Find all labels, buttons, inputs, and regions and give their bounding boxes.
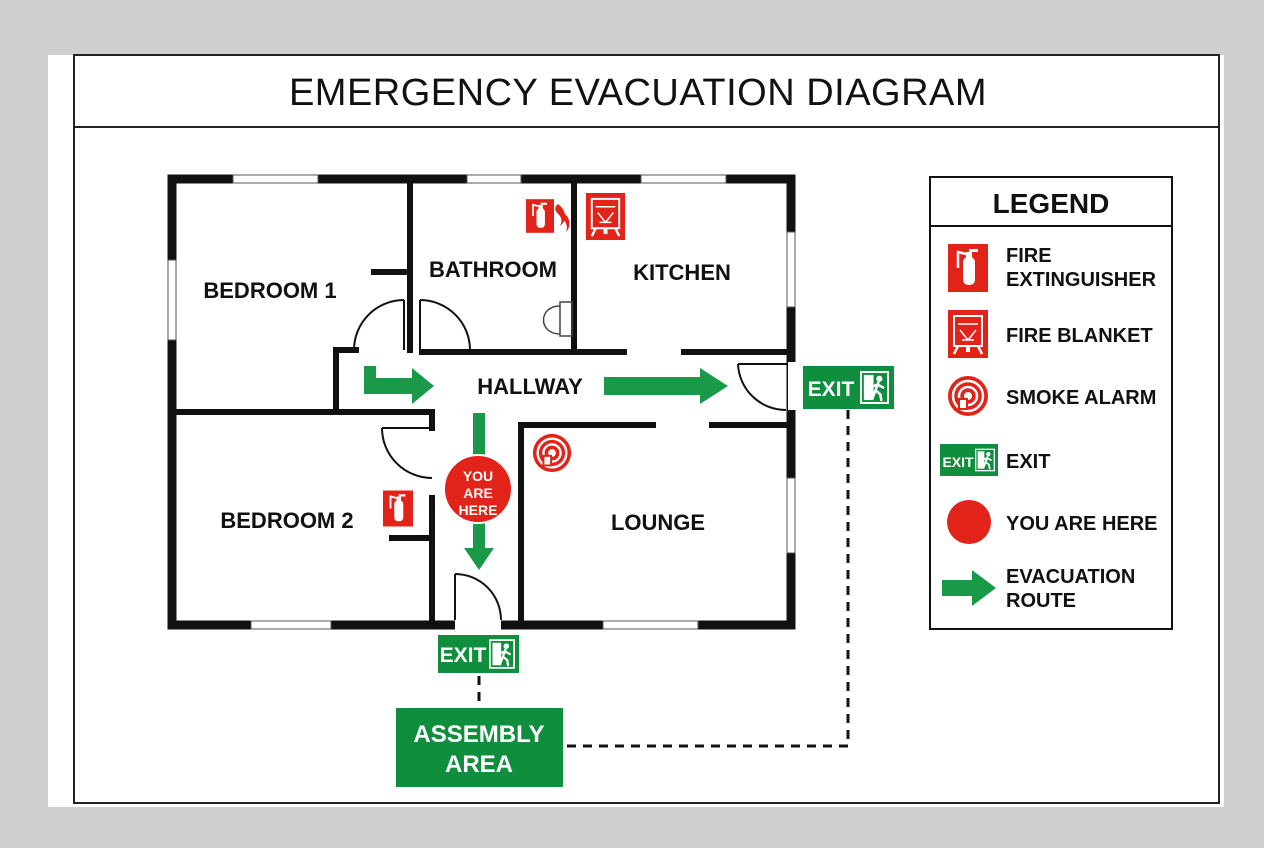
legend-fire-extinguisher-icon (948, 244, 988, 292)
exit-sign-label: EXIT (440, 644, 487, 667)
door-swings (353, 299, 788, 621)
assembly-area-line-2: AREA (445, 751, 513, 778)
floor-plan (167, 174, 798, 632)
fire-extinguisher-icon (383, 489, 413, 528)
room-label-hallway: HALLWAY (477, 374, 583, 399)
legend-exit-icon: EXIT (940, 444, 998, 476)
exit-sign-icon (489, 639, 515, 669)
legend-fire-extinguisher-line-1: FIRE (1006, 245, 1052, 267)
exit-sign-label: EXIT (808, 378, 855, 401)
exit-sign-south: EXIT (438, 635, 519, 673)
you-are-here-line-2: ARE (463, 485, 493, 501)
door-openings (455, 348, 798, 632)
legend-exit-icon-text: EXIT (942, 454, 974, 470)
route-arrow-hallway-east (604, 368, 728, 404)
legend-you-are-here-icon (947, 500, 991, 544)
legend-evacuation-arrow-icon (942, 570, 996, 606)
legend-fire-extinguisher-line-2: EXTINGUISHER (1006, 269, 1157, 291)
room-label-bathroom: BATHROOM (429, 257, 557, 282)
legend-smoke-alarm-label: SMOKE ALARM (1006, 387, 1156, 409)
exit-sign-icon (975, 448, 995, 472)
fire-extinguisher-icon (526, 198, 570, 234)
you-are-here-line-3: HERE (459, 502, 498, 518)
legend-evacuation-route-line-2: ROUTE (1006, 590, 1076, 612)
assembly-route (477, 410, 850, 748)
legend-you-are-here-label: YOU ARE HERE (1006, 513, 1158, 535)
exit-sign-east: EXIT (803, 366, 894, 409)
legend-evacuation-route-line-1: EVACUATION (1006, 566, 1135, 588)
legend-title: LEGEND (993, 188, 1110, 219)
room-label-bedroom-2: BEDROOM 2 (220, 508, 353, 533)
legend-smoke-alarm-icon (946, 374, 990, 418)
page-title: EMERGENCY EVACUATION DIAGRAM (289, 72, 987, 114)
legend: LEGEND FIRE EXTINGUISHER FIRE BLANKET SM… (929, 176, 1173, 630)
you-are-here-line-1: YOU (463, 468, 493, 484)
legend-fire-blanket-label: FIRE BLANKET (1006, 325, 1153, 347)
room-label-lounge: LOUNGE (611, 510, 705, 535)
exit-sign-icon (860, 371, 889, 404)
legend-fire-blanket-icon (948, 310, 988, 358)
assembly-area-line-1: ASSEMBLY (413, 721, 544, 748)
smoke-alarm-icon (531, 432, 573, 474)
sink-fixture (542, 301, 573, 337)
room-label-kitchen: KITCHEN (633, 260, 731, 285)
fire-blanket-icon (585, 193, 626, 240)
interior-walls (173, 180, 789, 623)
legend-exit-label: EXIT (1006, 451, 1050, 473)
room-label-bedroom-1: BEDROOM 1 (203, 278, 336, 303)
windows (167, 174, 796, 630)
route-arrow-hallway-west (364, 366, 434, 404)
you-are-here-marker: YOU ARE HERE (443, 454, 513, 524)
assembly-area: ASSEMBLY AREA (396, 708, 563, 787)
